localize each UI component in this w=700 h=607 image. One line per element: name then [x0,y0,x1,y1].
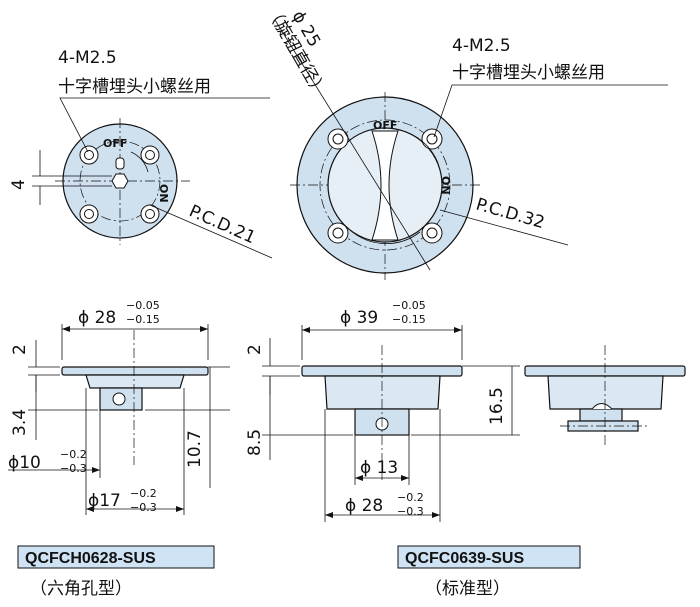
front-view-large: OFF ON ϕ 25 （旋钮直径） 4-M2.5 十字槽埋头小螺丝用 P.C.… [262,3,668,280]
screw-hole [140,204,160,224]
flange-side [61,366,209,376]
screw-hole [79,204,99,224]
model-code-left: QCFCH0628-SUS [25,550,156,567]
screw-hole [421,128,443,150]
model-code-right: QCFC0639-SUS [405,550,524,567]
dim-10-7: 10.7 [185,430,205,468]
dim-3-4: 3.4 [10,409,30,436]
body-side-large [324,375,441,410]
phi28-right-label: ϕ 28 [345,496,383,516]
screw-note-line2-right: 十字槽埋头小螺丝用 [452,63,605,83]
phi13-label: ϕ 13 [360,458,398,478]
screw-hole [140,145,160,165]
phi39-tol-upper: −0.05 [392,299,426,312]
off-mark: OFF [103,137,127,150]
screw-note-line1: 4-M2.5 [58,48,117,68]
phi28-right-tol-lower: −0.3 [397,505,424,518]
hex-hole [111,173,129,189]
phi39-label: ϕ 39 [340,308,378,328]
phi17-tol-lower: −0.3 [130,501,157,514]
front-view-small: OFF ON 4-M2.5 十字槽埋头小螺丝用 P.C.D.21 4 [9,48,273,259]
phi10-tol-lower: −0.3 [60,462,87,475]
knob-grip [371,130,399,241]
on-mark: ON [439,176,452,195]
screw-note-line1-right: 4-M2.5 [452,36,511,56]
screw-note-line2: 十字槽埋头小螺丝用 [58,77,211,97]
side-view-standard: ϕ 39 −0.05 −0.15 2 8.5 16.5 ϕ 13 ϕ 28 −0… [245,299,520,522]
dim-2-right: 2 [245,344,265,355]
model-type-right: （标准型） [425,579,510,599]
pcd-large-label: P.C.D.32 [474,195,547,234]
screw-hole [421,222,443,244]
model-label-right: QCFC0639-SUS （标准型） [397,545,581,599]
on-mark: ON [157,184,170,203]
off-mark: OFF [373,119,397,132]
model-label-left: QCFCH0628-SUS （六角孔型） [17,545,215,599]
pcd-small-label: P.C.D.21 [186,201,258,248]
phi10-tol-upper: −0.2 [60,448,87,461]
body-side [85,374,185,389]
phi39-tol-lower: −0.15 [392,313,426,326]
phi17-label: ϕ17 [88,491,121,511]
screw-hole [327,128,349,150]
dim-2-left: 2 [10,344,30,355]
side-view-hex: ϕ 28 −0.05 −0.15 2 3.4 10.7 ϕ10 −0.2 −0.… [8,299,230,515]
phi28-left-label: ϕ 28 [78,308,116,328]
screw-hole [79,145,99,165]
dim-4: 4 [9,179,29,190]
phi10-label: ϕ10 [8,453,41,473]
side-view-rotated [524,345,686,445]
phi17-tol-upper: −0.2 [130,487,157,500]
phi28-tol-upper: −0.05 [126,299,160,312]
dim-8-5: 8.5 [245,429,265,456]
phi28-tol-lower: −0.15 [126,313,160,326]
model-type-left: （六角孔型） [30,579,132,599]
screw-hole [327,222,349,244]
dim-16-5: 16.5 [487,387,507,425]
phi28-right-tol-upper: −0.2 [397,491,424,504]
